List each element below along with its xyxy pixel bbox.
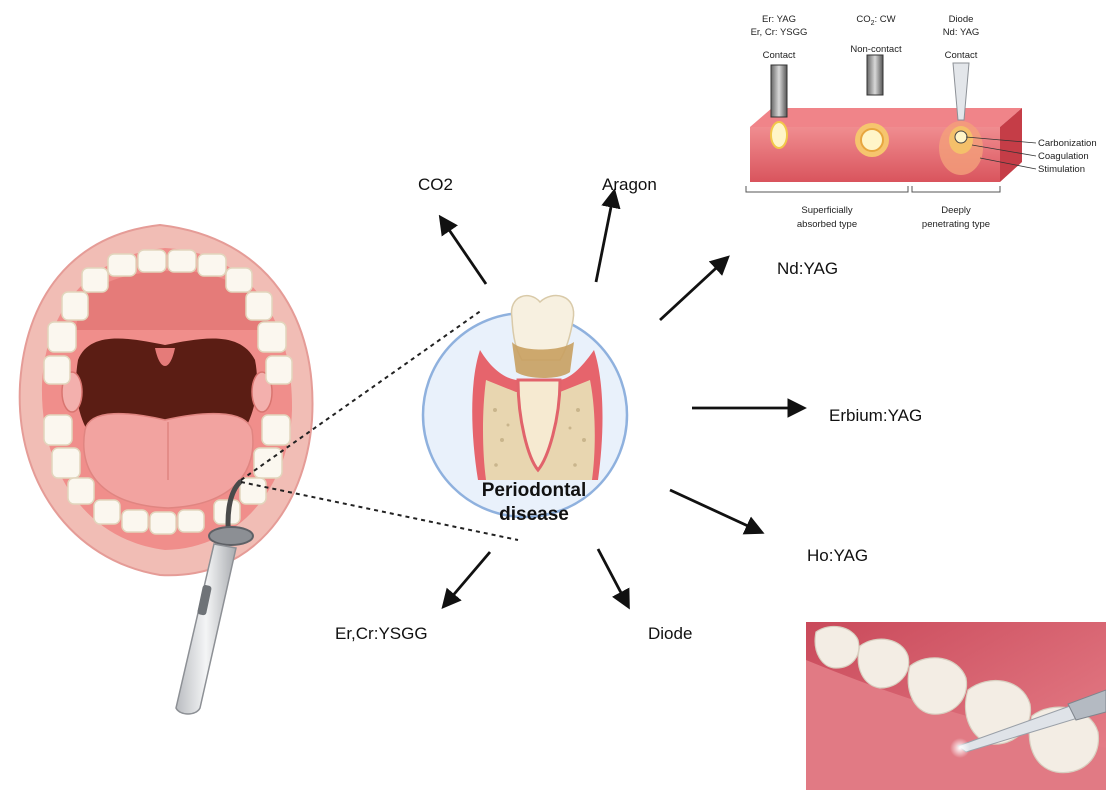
arrow-diode	[598, 549, 628, 606]
tissue-block-top	[750, 108, 1022, 127]
center-label-line1: Periodontal	[482, 480, 587, 501]
effect-stimulation: Stimulation	[1038, 164, 1085, 175]
arrow-hoyag	[670, 490, 761, 532]
group2-line2: penetrating type	[922, 219, 990, 230]
label-ndyag: Nd:YAG	[777, 259, 838, 278]
open-mouth-illustration	[20, 225, 313, 714]
arrow-co2	[441, 218, 486, 284]
probe1-fiber	[771, 65, 787, 117]
label-erbium: Erbium:YAG	[829, 406, 922, 425]
arrow-aragon	[596, 192, 614, 282]
probe2-type: CO2: CW	[856, 14, 895, 27]
label-hoyag: Ho:YAG	[807, 546, 868, 565]
effect-carbonization: Carbonization	[1038, 138, 1097, 149]
probe2-mode: Non-contact	[850, 44, 902, 55]
laser-tissue-inset: Er: YAG Er, Cr: YSGG CO2: CW Diode Nd: Y…	[746, 14, 1097, 230]
effect-coagulation: Coagulation	[1038, 151, 1089, 162]
laser-treatment-photo	[806, 622, 1106, 790]
probe1-type-line1: Er: YAG	[762, 14, 796, 25]
probe1-mode: Contact	[763, 50, 796, 61]
probe2-fiber	[867, 55, 883, 95]
arrow-ercr	[444, 552, 490, 606]
label-co2: CO2	[418, 175, 453, 194]
label-diode: Diode	[648, 624, 692, 643]
center-label-line2: disease	[499, 504, 569, 525]
probe3-mode: Contact	[945, 50, 978, 61]
probe3-type-line2: Nd: YAG	[943, 27, 980, 38]
label-aragon: Aragon	[602, 175, 657, 194]
group1-line2: absorbed type	[797, 219, 857, 230]
label-ercr: Er,Cr:YSGG	[335, 624, 428, 643]
group1-line1: Superficially	[801, 205, 852, 216]
group2-line1: Deeply	[941, 205, 971, 216]
probe1-type-line2: Er, Cr: YSGG	[751, 27, 808, 38]
periodontal-disease-node: Periodontal disease	[423, 296, 627, 525]
probe3-type-line1: Diode	[949, 14, 974, 25]
arrow-ndyag	[660, 258, 727, 320]
